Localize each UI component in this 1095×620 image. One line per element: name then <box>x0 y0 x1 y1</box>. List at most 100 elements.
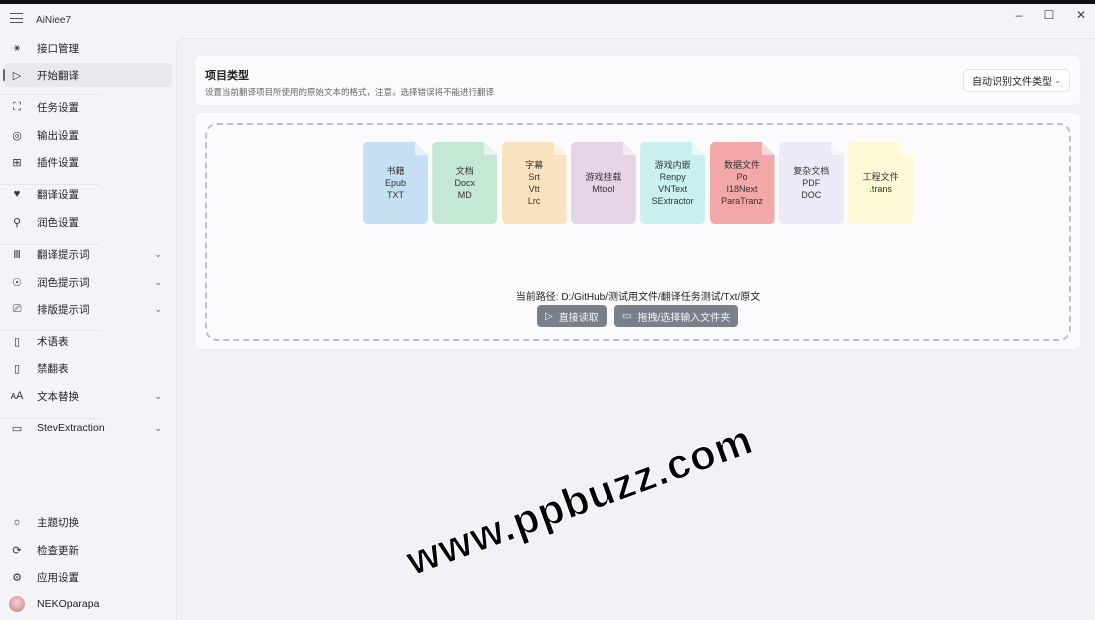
book-icon: ▯ <box>13 335 21 348</box>
avatar <box>9 596 25 612</box>
file-type-label: Lrc <box>527 196 541 206</box>
file-type-label: 复杂文档 <box>793 166 830 176</box>
divider <box>0 244 100 245</box>
sidebar-item[interactable]: NEKOparapa <box>4 592 172 616</box>
sidebar-item-label: NEKOparapa <box>37 598 100 610</box>
file-type-label: 游戏挂载 <box>585 172 622 182</box>
top-bar <box>0 0 1095 4</box>
file-type-label: MD <box>457 190 472 200</box>
drop-zone[interactable]: 当前路径: D:/GitHub/测试用文件/翻译任务测试/Txt/原文 ▷直接读… <box>205 123 1071 341</box>
file-type-label: 游戏内嵌 <box>654 160 691 170</box>
select-folder-label: 拖拽/选择输入文件夹 <box>637 312 731 324</box>
file-type-label: VNText <box>658 184 688 194</box>
sidebar-item[interactable]: ♥翻译设置 <box>4 182 172 206</box>
dropdown-value: 自动识别文件类型 <box>972 77 1052 88</box>
read-button[interactable]: ▷直接读取 <box>537 305 607 327</box>
sidebar-item[interactable]: ▷ 开始翻译 <box>3 63 172 87</box>
play-icon: ▷ <box>12 69 22 82</box>
chevron-down-icon[interactable]: ⌄ <box>154 390 162 401</box>
input-card: 当前路径: D:/GitHub/测试用文件/翻译任务测试/Txt/原文 ▷直接读… <box>194 112 1081 350</box>
sidebar-item[interactable]: ⚙ 应用设置 <box>4 565 172 589</box>
file-type-label: ParaTranz <box>721 196 763 206</box>
gear-icon: ⚙ <box>12 571 22 584</box>
maximize-button[interactable]: ☐ <box>1043 8 1055 22</box>
sidebar-item-label: 润色设置 <box>37 216 79 229</box>
folder-icon: ▭ <box>622 310 632 322</box>
folder-icon: ▭ <box>11 422 23 435</box>
minimize-button[interactable]: – <box>1015 8 1023 22</box>
output-icon: ◎ <box>12 129 22 142</box>
file-type-label: 数据文件 <box>723 160 760 170</box>
file-type-label: Srt <box>528 172 540 182</box>
file-type-label: Renpy <box>659 172 686 182</box>
sidebar-item[interactable]: ▯ 术语表 <box>4 329 172 353</box>
sidebar-item-label: 插件设置 <box>37 156 79 169</box>
project-type-card: 项目类型 设置当前翻译项目所使用的原始文本的格式，注意，选择错误将不能进行翻译 … <box>194 55 1081 106</box>
font-icon: ᴀA <box>10 390 24 402</box>
sidebar-item-label: 开始翻译 <box>37 69 79 82</box>
sidebar-item-label: 排版提示词 <box>37 303 90 316</box>
heart-box-icon: ♥ <box>13 188 21 200</box>
sidebar-item-label: 主题切换 <box>37 516 79 529</box>
brightness-icon: ☼ <box>11 516 23 528</box>
sidebar-item[interactable]: ▭ StevExtraction ⌄ <box>4 416 172 440</box>
library-icon: Ⅲ <box>13 248 21 261</box>
current-path: 当前路径: D:/GitHub/测试用文件/翻译任务测试/Txt/原文 <box>515 292 761 303</box>
file-type-dropdown[interactable]: 自动识别文件类型⌄ <box>963 69 1070 92</box>
chevron-down-icon[interactable]: ⌄ <box>154 422 162 433</box>
divider <box>0 184 100 185</box>
sidebar-item[interactable]: ⚲ 润色设置 <box>4 210 172 234</box>
file-type-label: 书籍 <box>386 166 405 176</box>
sidebar-item[interactable]: ⛶任务设置 <box>4 95 172 119</box>
sidebar-item-label: 术语表 <box>37 335 69 348</box>
sidebar-item-label: 禁翻表 <box>37 362 69 375</box>
sidebar-item[interactable]: ⎚ 排版提示词 ⌄ <box>4 297 172 321</box>
close-button[interactable]: ✕ <box>1075 8 1087 22</box>
task-icon: ⛶ <box>13 100 21 113</box>
file-type-label: Vtt <box>528 184 540 194</box>
play-icon: ▷ <box>545 310 553 322</box>
file-type-label: Docx <box>454 178 476 188</box>
chevron-down-icon[interactable]: ⌄ <box>154 248 162 259</box>
sidebar-item-label: StevExtraction <box>37 422 105 434</box>
sidebar-item-label: 润色提示词 <box>37 276 90 289</box>
chevron-down-icon[interactable]: ⌄ <box>154 303 162 314</box>
file-type-label: 字幕 <box>525 160 544 170</box>
file-type-label: SExtractor <box>651 196 694 206</box>
app-title: AiNiee7 <box>36 15 72 26</box>
chevron-down-icon: ⌄ <box>1054 76 1061 85</box>
sidebar-item-label: 应用设置 <box>37 571 79 584</box>
sidebar-item[interactable]: ⚹接口管理 <box>4 36 172 60</box>
sidebar-item[interactable]: ☼ 主题切换 <box>4 510 172 534</box>
layout-icon: ⎚ <box>12 302 22 315</box>
sidebar-item[interactable]: ▯禁翻表 <box>4 356 172 380</box>
file-type-label: PDF <box>802 178 821 188</box>
sidebar-item-label: 输出设置 <box>37 129 79 142</box>
divider <box>0 94 100 95</box>
divider <box>0 418 100 419</box>
project-type-title: 项目类型 <box>205 70 249 82</box>
file-type-label: I18Next <box>726 184 758 194</box>
sidebar-item[interactable]: ☉ 润色提示词 ⌄ <box>4 270 172 294</box>
brush-icon: ⚲ <box>12 216 22 229</box>
select-folder-button[interactable]: ▭ 拖拽/选择输入文件夹 <box>614 305 739 327</box>
palette-icon: ☉ <box>12 276 22 289</box>
divider <box>0 330 100 331</box>
file-type-label: .trans <box>869 184 892 194</box>
sidebar-item[interactable]: ⊞插件设置 <box>4 150 172 174</box>
hamburger-menu-icon[interactable] <box>10 13 23 23</box>
sidebar-item[interactable]: ◎ 输出设置 <box>4 123 172 147</box>
chevron-down-icon[interactable]: ⌄ <box>154 276 162 287</box>
file-type-card[interactable]: 工程文件.trans <box>848 142 913 224</box>
sidebar-item[interactable]: ⟳检查更新 <box>4 538 172 562</box>
